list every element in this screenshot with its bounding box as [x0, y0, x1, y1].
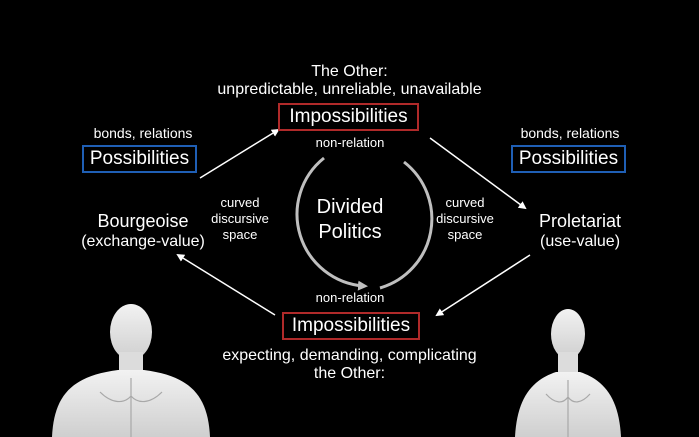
left-possibilities-box: Possibilities — [82, 145, 197, 173]
top-impossibilities-box: Impossibilities — [278, 103, 419, 131]
other-title: The Other: — [311, 63, 388, 80]
bottom-non-relation-label: non-relation — [315, 290, 385, 305]
human-figure-icon — [515, 309, 621, 437]
right-space-line1: curved — [445, 195, 485, 210]
other-subtitle: unpredictable, unreliable, unavailable — [217, 81, 482, 98]
right-possibilities-box: Possibilities — [511, 145, 626, 173]
right-space-line2: discursive — [436, 211, 494, 226]
right-bonds-label: bonds, relations — [520, 125, 620, 141]
circular-arrows-icon — [295, 156, 368, 291]
top-non-relation-label: non-relation — [315, 135, 385, 150]
left-space-line1: curved — [220, 195, 260, 210]
use-value-label: (use-value) — [539, 233, 621, 250]
proletariat-label: Proletariat — [538, 211, 622, 231]
human-figure-icon — [52, 304, 210, 437]
bottom-caption-line1: expecting, demanding, complicating — [222, 347, 477, 364]
arrow-icon — [429, 137, 527, 210]
left-space-line3: space — [222, 227, 258, 242]
arrow-icon — [435, 254, 531, 317]
bourgeoise-label: Bourgeoise — [97, 211, 189, 231]
arrow-icon — [176, 253, 276, 316]
divided-label: Divided — [316, 196, 384, 218]
bottom-impossibilities-box: Impossibilities — [282, 312, 420, 340]
circular-arrows-icon — [379, 160, 434, 290]
left-space-line2: discursive — [211, 211, 269, 226]
bottom-caption-line2: the Other: — [313, 365, 386, 382]
politics-label: Politics — [318, 221, 382, 243]
right-space-line3: space — [447, 227, 483, 242]
left-bonds-label: bonds, relations — [93, 125, 193, 141]
exchange-value-label: (exchange-value) — [81, 233, 205, 250]
arrow-icon — [199, 128, 280, 179]
